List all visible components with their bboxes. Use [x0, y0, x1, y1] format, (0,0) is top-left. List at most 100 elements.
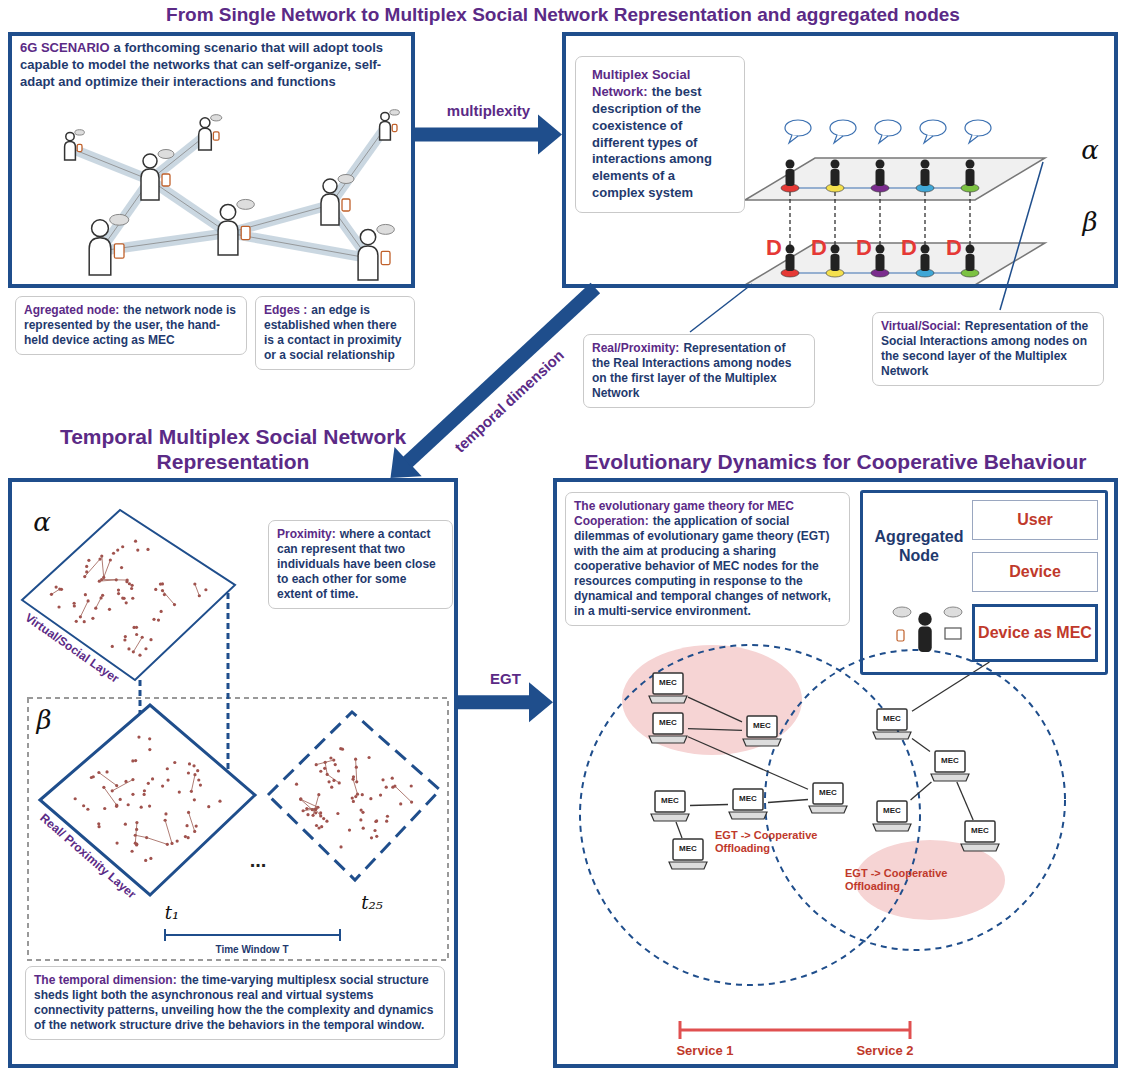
- mec-label: MEC: [930, 756, 970, 765]
- contact-dot: [386, 815, 389, 818]
- contact-dot: [323, 767, 326, 770]
- contact-dot: [319, 770, 322, 773]
- link-line: [676, 822, 682, 838]
- contact-dot: [111, 789, 114, 792]
- contact-dot: [146, 548, 149, 551]
- connector-line: [688, 697, 742, 722]
- user-figure: [65, 130, 85, 160]
- contact-dot: [348, 828, 351, 831]
- frame-heading: Aggregated Node: [869, 527, 969, 565]
- service-tick: [679, 1021, 682, 1039]
- contact-dot: [148, 748, 151, 751]
- user-figure: [358, 224, 394, 280]
- head: [786, 160, 795, 169]
- contact-dot: [132, 626, 135, 629]
- connector-line: [912, 662, 989, 711]
- mec-laptop: MEC: [648, 672, 688, 704]
- cloud-icon: [237, 199, 255, 209]
- layer-link: [227, 593, 230, 771]
- contact-dot: [185, 824, 188, 827]
- connector-line: [688, 737, 808, 790]
- bubble-tail: [789, 135, 798, 143]
- contact-dot: [75, 620, 78, 623]
- head: [966, 245, 975, 254]
- laptop-shape: [872, 800, 912, 832]
- layer-symbol: α: [1081, 135, 1099, 165]
- connector-line: [690, 804, 728, 806]
- contact-dot: [375, 835, 378, 838]
- contact-edge: [104, 787, 117, 805]
- contact-dot: [87, 559, 90, 562]
- contact-dot: [147, 782, 150, 785]
- contact-dot: [111, 645, 114, 648]
- frame-box: Aggregated NodeUserDeviceDevice as MEC: [860, 490, 1108, 675]
- box-heading: The temporal dimension:: [34, 973, 177, 987]
- contact-edge: [353, 779, 357, 794]
- contact-dot: [128, 582, 131, 585]
- link-line: [768, 800, 808, 803]
- contact-dot: [116, 548, 119, 551]
- connector-line: [688, 729, 742, 731]
- body: [786, 169, 795, 186]
- contact-dot: [325, 820, 328, 823]
- mec-laptop: MEC: [930, 750, 970, 782]
- user-figure: [321, 175, 354, 226]
- section-heading: Temporal Multiplex Social Network Repres…: [12, 424, 454, 474]
- person-icon: [826, 160, 844, 193]
- contact-dot: [336, 812, 339, 815]
- contact-dot: [87, 599, 90, 602]
- laptop-shape: [872, 708, 912, 740]
- head: [831, 245, 840, 254]
- contact-dot: [375, 819, 378, 822]
- contact-dot: [154, 588, 157, 591]
- connector-line: [415, 127, 539, 141]
- device-icon: [381, 251, 390, 264]
- mec-laptop: MEC: [960, 820, 1000, 852]
- link-line: [688, 697, 742, 722]
- laptop-shape: [668, 838, 708, 870]
- contact-dot: [151, 777, 154, 780]
- contact-dot: [199, 783, 202, 786]
- contact-dot: [143, 789, 146, 792]
- contact-dot: [173, 603, 176, 606]
- contact-dot: [123, 638, 126, 641]
- head: [66, 132, 74, 140]
- contact-dot: [82, 804, 85, 807]
- contact-dot: [126, 578, 129, 581]
- contact-edge: [162, 591, 174, 605]
- contact-edge: [85, 559, 100, 576]
- contact-edge: [327, 774, 339, 783]
- contact-dot: [85, 565, 88, 568]
- contact-edge: [96, 598, 101, 608]
- note-box: Real/Proximity:Representation of the Rea…: [583, 334, 815, 408]
- contact-edge: [316, 760, 334, 765]
- interlayer-link: [879, 192, 880, 250]
- contact-link: [70, 148, 150, 180]
- layer-symbol: β: [1082, 207, 1097, 237]
- contact-dot: [332, 758, 335, 761]
- mec-label: MEC: [742, 721, 782, 730]
- mec-laptop: MEC: [650, 790, 690, 822]
- contact-dot: [148, 805, 151, 808]
- contact-dot: [131, 597, 134, 600]
- connector-line: [676, 822, 682, 838]
- notep-box: Multiplex Social Network:the best descri…: [575, 56, 745, 213]
- contact-dot: [339, 845, 342, 848]
- box-body: the best description of the coexistence …: [592, 84, 712, 200]
- head: [831, 160, 840, 169]
- contact-dot: [197, 778, 200, 781]
- box-heading: Virtual/Social:: [881, 319, 961, 333]
- body: [786, 254, 795, 271]
- layer-link: [139, 680, 142, 713]
- contact-dot: [130, 850, 133, 853]
- contact-dot: [166, 767, 169, 770]
- device-icon: [897, 630, 904, 641]
- contact-dot: [94, 607, 97, 610]
- red-box: User: [972, 500, 1098, 540]
- contact-edge: [102, 579, 128, 581]
- mec-label: MEC: [668, 844, 708, 853]
- contact-dot: [188, 762, 191, 765]
- contact-dot: [149, 857, 152, 860]
- text-block: The evolutionary game theory for MEC Coo…: [574, 499, 841, 619]
- text-block: The temporal dimension:the time-varying …: [34, 973, 436, 1033]
